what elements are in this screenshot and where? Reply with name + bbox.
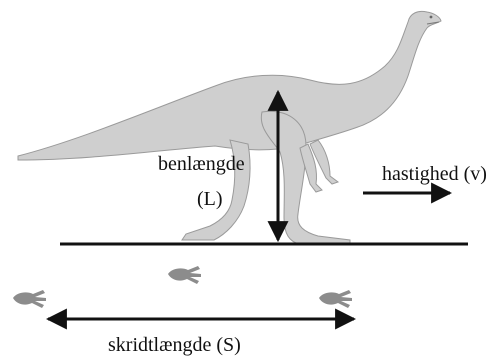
footprint-icon [168, 266, 201, 284]
leg-length-symbol: (L) [197, 188, 223, 210]
footprint-icon [13, 290, 46, 308]
leg-length-label: benlængde [158, 153, 245, 175]
stride-length-label: skridtlængde (S) [108, 334, 241, 356]
speed-label: hastighed (v) [382, 163, 487, 185]
dinosaur-silhouette-icon [18, 11, 441, 244]
footprint-icon [319, 290, 352, 308]
